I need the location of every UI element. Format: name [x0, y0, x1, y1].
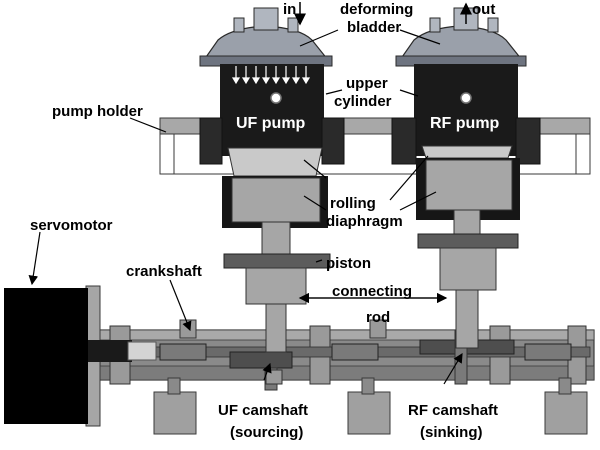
upper-cylinder-label-2: cylinder: [334, 93, 392, 110]
upper-cylinder-label-1: upper: [346, 75, 388, 92]
servomotor: [4, 285, 157, 427]
uf-camshaft-label-2: (sourcing): [230, 424, 303, 441]
leader-lines: [28, 2, 472, 385]
pump-holder-label: pump holder: [52, 103, 143, 120]
base-frame: [99, 319, 595, 435]
rolling-diaphragm-label-2: diaphragm: [326, 213, 403, 230]
piston-label: piston: [326, 255, 371, 272]
deforming-bladder-label-1: deforming: [340, 1, 413, 18]
rf-pump-label: RF pump: [430, 115, 500, 132]
labels: in out deforming bladder upper cylinder …: [30, 1, 500, 441]
uf-pump-label: UF pump: [236, 115, 306, 132]
rf-pump: [391, 7, 541, 349]
rolling-diaphragm-label-1: rolling: [330, 195, 376, 212]
connecting-rod-label-2: rod: [366, 309, 390, 326]
in-label: in: [283, 1, 296, 18]
servomotor-label: servomotor: [30, 217, 113, 234]
rf-camshaft-label-1: RF camshaft: [408, 402, 498, 419]
out-label: out: [472, 1, 495, 18]
rf-camshaft-label-2: (sinking): [420, 424, 483, 441]
connecting-rod-label-1: connecting: [332, 283, 412, 300]
uf-camshaft-label-1: UF camshaft: [218, 402, 308, 419]
crankshaft-label: crankshaft: [126, 263, 202, 280]
deforming-bladder-label-2: bladder: [347, 19, 401, 36]
uf-pump: [199, 7, 345, 385]
